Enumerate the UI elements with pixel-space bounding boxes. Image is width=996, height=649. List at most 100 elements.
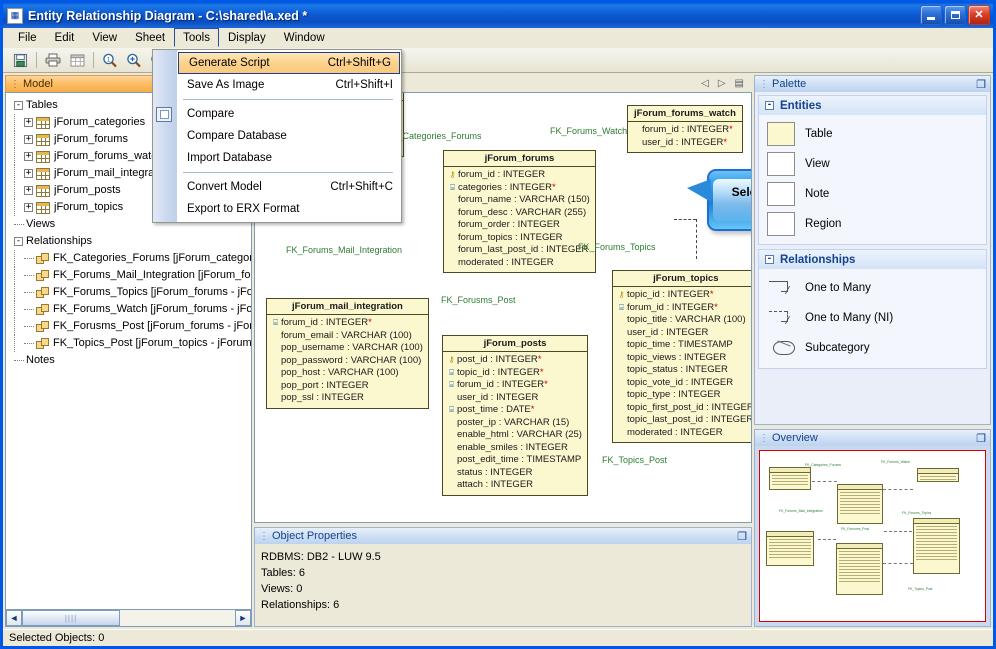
tab-prev-button[interactable]: ◁ xyxy=(701,78,709,89)
restore-panel-icon[interactable]: ❐ xyxy=(976,78,986,91)
menu-item-export-to-erx-format[interactable]: Export to ERX Format xyxy=(177,198,401,220)
er-column-label: forum_id : INTEGER xyxy=(457,379,545,390)
relationship-label[interactable]: FK_Forums_Mail_Integration xyxy=(286,245,403,255)
palette-item-subcategory[interactable]: Subcategory xyxy=(759,333,986,363)
model-tree[interactable]: -Tables+jForum_categories+jForum_forums+… xyxy=(5,92,252,610)
foreign-key-icon: ⌸ xyxy=(619,302,624,312)
tree-indent-guide xyxy=(14,199,15,216)
menu-edit[interactable]: Edit xyxy=(54,32,75,44)
palette-item-label: Subcategory xyxy=(805,342,870,354)
table-icon xyxy=(36,133,50,146)
relationship-label[interactable]: FK_Forums_Topics xyxy=(578,242,656,252)
er-column: user_id : INTEGER xyxy=(446,392,582,405)
er-column-label: pop_username : VARCHAR (100) xyxy=(281,342,423,353)
tree-expander-icon[interactable]: + xyxy=(24,168,33,178)
zoom-in-icon[interactable] xyxy=(123,50,145,71)
relationship-label[interactable]: FK_Categories_Forums xyxy=(386,131,482,141)
menu-item-import-database[interactable]: Import Database xyxy=(177,147,401,169)
grid-icon[interactable] xyxy=(66,50,88,71)
tree-item[interactable]: FK_Topics_Post [jForum_topics - jForum_p… xyxy=(14,335,251,352)
tree-expander-icon[interactable]: - xyxy=(14,100,23,110)
scroll-thumb[interactable]: |||| xyxy=(22,610,120,626)
er-column: ⌸post_time : DATE* xyxy=(446,404,582,417)
tree-expander-icon[interactable]: + xyxy=(24,202,33,212)
palette-group-relationships-header[interactable]: - Relationships xyxy=(759,250,986,269)
tree-expander-icon[interactable]: + xyxy=(24,134,33,144)
zoom-actual-icon[interactable]: 1 xyxy=(99,50,121,71)
palette-group-entities-header[interactable]: - Entities xyxy=(759,96,986,115)
tree-item[interactable]: +jForum_forums xyxy=(14,131,251,148)
tab-list-button[interactable]: ▤ xyxy=(734,78,744,89)
tab-next-button[interactable]: ▷ xyxy=(717,78,726,89)
menu-sheet[interactable]: Sheet xyxy=(135,32,166,44)
er-column-label: forum_topics : INTEGER xyxy=(458,231,563,243)
menu-tools[interactable]: Tools xyxy=(174,28,219,47)
property-line: Tables: 6 xyxy=(261,567,306,579)
save-icon[interactable] xyxy=(9,50,31,71)
tree-item[interactable]: -Tables xyxy=(14,97,251,114)
overview-table xyxy=(769,467,811,490)
restore-panel-icon[interactable]: ❐ xyxy=(976,432,986,445)
drag-grip-icon: ⋮ xyxy=(759,78,769,90)
tree-item[interactable]: +jForum_categories xyxy=(14,114,251,131)
relationship-label[interactable]: FK_Forusms_Post xyxy=(441,295,516,305)
menu-item-compare[interactable]: Compare xyxy=(177,103,401,125)
menu-window[interactable]: Window xyxy=(283,32,325,44)
er-table[interactable]: jForum_topics⚷topic_id : INTEGER*⌸forum_… xyxy=(612,270,751,443)
tree-item[interactable]: +jForum_posts xyxy=(14,182,251,199)
scroll-left-button[interactable]: ◄ xyxy=(6,610,22,626)
collapse-icon[interactable]: - xyxy=(765,100,774,110)
tree-item[interactable]: +jForum_mail_integration xyxy=(14,165,251,182)
scroll-track[interactable]: |||| xyxy=(22,610,235,626)
tree-item[interactable]: +jForum_forums_watch xyxy=(14,148,251,165)
tree-item[interactable]: -Relationships xyxy=(14,233,251,250)
er-column-label: forum_last_post_id : INTEGER xyxy=(458,244,589,255)
tree-item[interactable]: FK_Forums_Topics [jForum_forums - jForum… xyxy=(14,284,251,301)
er-table[interactable]: jForum_forums⚷forum_id : INTEGER⌸categor… xyxy=(443,150,596,273)
palette-item-region[interactable]: Region xyxy=(759,209,986,239)
palette-item-one-to-many[interactable]: One to Many xyxy=(759,273,986,303)
tree-item[interactable]: Views xyxy=(14,216,251,233)
minimize-button[interactable] xyxy=(920,5,942,25)
tree-item[interactable]: FK_Forusms_Post [jForum_forums - jForum_… xyxy=(14,318,251,335)
collapse-icon[interactable]: - xyxy=(765,254,774,264)
palette-item-one-to-many-ni[interactable]: One to Many (NI) xyxy=(759,303,986,333)
tree-item[interactable]: +jForum_topics xyxy=(14,199,251,216)
close-button[interactable]: ✕ xyxy=(968,5,990,25)
menu-display[interactable]: Display xyxy=(228,32,266,44)
not-null-marker: * xyxy=(714,301,718,313)
tree-item[interactable]: Notes xyxy=(14,352,251,369)
tree-expander-icon[interactable]: - xyxy=(14,236,23,246)
menu-item-label: Compare xyxy=(187,108,235,120)
palette-item-note[interactable]: Note xyxy=(759,179,986,209)
scroll-right-button[interactable]: ► xyxy=(235,610,251,626)
relationship-label[interactable]: FK_Forums_Watch xyxy=(550,126,628,136)
tree-expander-icon[interactable]: + xyxy=(24,151,33,161)
menu-item-compare-database[interactable]: Compare Database xyxy=(177,125,401,147)
menu-view[interactable]: View xyxy=(92,32,118,44)
restore-panel-icon[interactable]: ❐ xyxy=(737,530,747,543)
palette-item-table[interactable]: Table xyxy=(759,119,986,149)
tree-item[interactable]: FK_Categories_Forums [jForum_categories … xyxy=(14,250,251,267)
palette-item-view[interactable]: View xyxy=(759,149,986,179)
print-icon[interactable] xyxy=(42,50,64,71)
relationship-label[interactable]: FK_Topics_Post xyxy=(602,455,668,465)
not-null-marker: * xyxy=(729,124,733,135)
tree-expander-icon[interactable]: + xyxy=(24,185,33,195)
menu-file[interactable]: File xyxy=(18,32,37,44)
palette-group-entities-body: Table View xyxy=(759,115,986,244)
tree-expander-icon[interactable]: + xyxy=(24,117,33,127)
er-table[interactable]: jForum_mail_integration⌸forum_id : INTEG… xyxy=(266,298,429,409)
tree-item[interactable]: FK_Forums_Watch [jForum_forums - jForum_… xyxy=(14,301,251,318)
model-tree-hscrollbar[interactable]: ◄ |||| ► xyxy=(5,610,252,627)
tree-item[interactable]: FK_Forums_Mail_Integration [jForum_forum… xyxy=(14,267,251,284)
diagram-canvas[interactable]: Select Generate Script jForum_categories… xyxy=(254,92,752,523)
maximize-button[interactable] xyxy=(944,5,966,25)
er-table[interactable]: jForum_posts⚷post_id : INTEGER*⌸topic_id… xyxy=(442,335,588,496)
